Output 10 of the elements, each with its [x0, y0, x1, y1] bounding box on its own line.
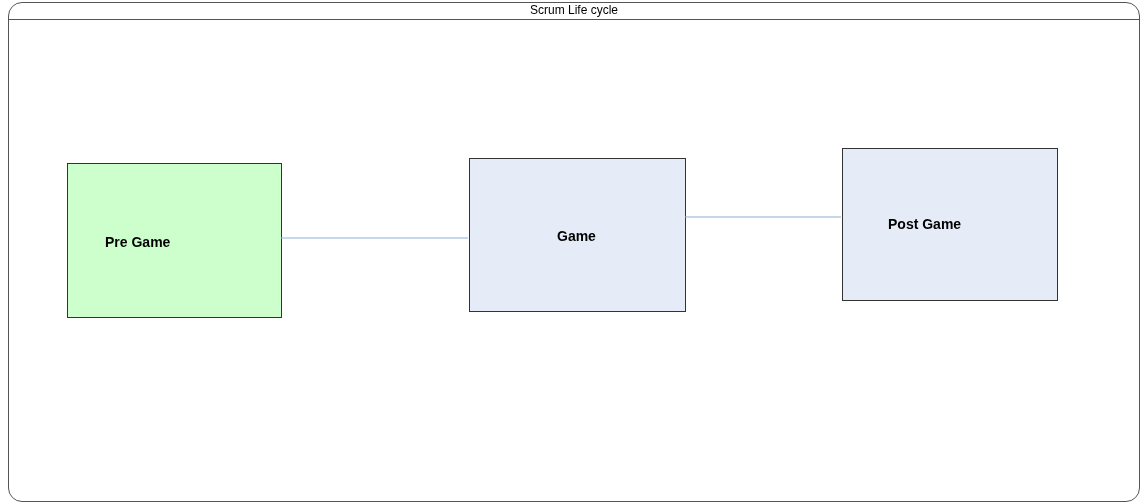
- box-label: Pre Game: [105, 234, 171, 250]
- frame-panel: [8, 2, 1140, 502]
- process-box: [842, 148, 1058, 301]
- process-box: [67, 163, 282, 318]
- box-label: Post Game: [888, 216, 962, 232]
- process-box: [469, 158, 686, 312]
- connector-line: [684, 216, 842, 218]
- frame-label: Scrum Life cycle: [530, 3, 618, 17]
- box-label: Game: [557, 228, 596, 244]
- connector-line: [280, 237, 469, 239]
